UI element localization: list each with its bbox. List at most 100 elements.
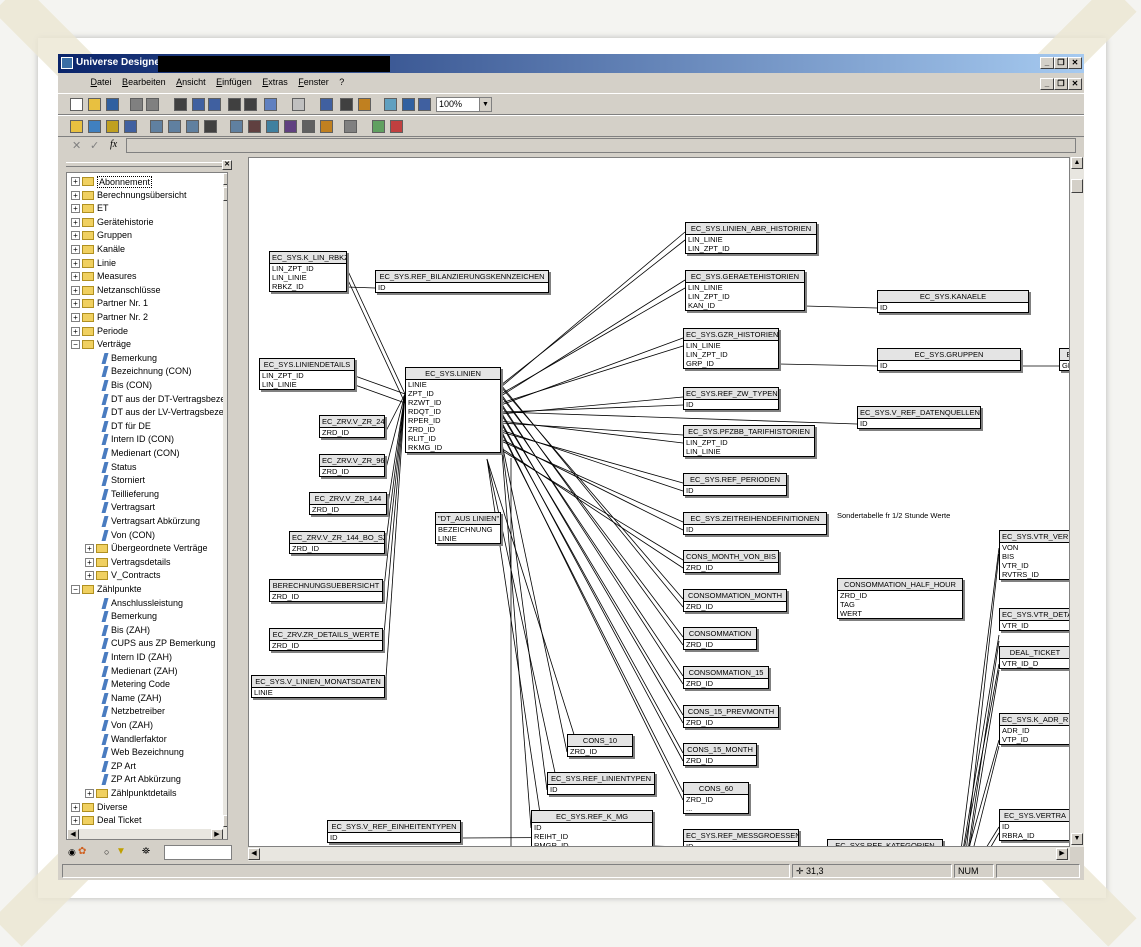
join-line[interactable] (346, 286, 376, 289)
classes-radio[interactable]: ◉ (68, 847, 76, 857)
toolbar-tool-icon[interactable] (192, 98, 205, 111)
toolbar-tool-icon[interactable] (264, 98, 277, 111)
designer-tool-icon[interactable] (150, 120, 163, 133)
table-column[interactable]: LINIE (408, 380, 427, 389)
table-kateg[interactable]: EC_SYS.REF_KATEGORIENID (827, 839, 943, 846)
table-header[interactable]: EC_SYS.V_REF_EINHEITENTYPEN (328, 821, 460, 833)
join-line[interactable] (354, 384, 406, 404)
table-header[interactable]: EC_SYS.REF_LINIENTYPEN (548, 773, 654, 785)
join-line[interactable] (500, 345, 684, 404)
menu-einfuegen[interactable]: Einfügen (216, 77, 252, 87)
canvas-hscrollbar[interactable]: ◀ ▶ (248, 847, 1070, 861)
table-column[interactable]: ID (686, 842, 694, 847)
table-column[interactable]: VTR_ID (1002, 561, 1029, 570)
expand-icon[interactable]: + (71, 204, 80, 214)
designer-tool-icon[interactable] (372, 120, 385, 133)
table-header[interactable]: CONS_15_PREVMONTH (684, 706, 778, 718)
canvas-scroll-right-button[interactable]: ▶ (1056, 848, 1068, 860)
menu-bearbeiten[interactable]: Bearbeiten (122, 77, 166, 87)
designer-tool-icon[interactable] (106, 120, 119, 133)
expand-icon[interactable]: + (85, 789, 94, 798)
table-column[interactable]: ZRD_ID (686, 602, 714, 611)
join-line[interactable] (955, 826, 1000, 847)
join-line[interactable] (961, 553, 1000, 847)
designer-tool-icon[interactable] (284, 120, 297, 133)
designer-tool-icon[interactable] (124, 120, 137, 133)
table-header[interactable]: EC_SYS.REF_PERIODEN (684, 474, 786, 486)
table-header[interactable]: EC_SYS.REF_BILANZIERUNGSKENNZEICHEN (376, 271, 548, 283)
table-column[interactable]: ID (330, 833, 338, 842)
toolbar-tool-icon[interactable] (146, 98, 159, 111)
join-line[interactable] (500, 449, 684, 561)
table-header[interactable]: EC_SYS.KANAELE (878, 291, 1028, 303)
table-column[interactable]: ID (686, 525, 694, 534)
table-messgr[interactable]: EC_SYS.REF_MESSGROESSENIDRKAT_ID (683, 829, 799, 847)
table-header[interactable]: EC_SYS.GERAETEHISTORIEN (686, 271, 804, 283)
designer-tool-icon[interactable] (344, 120, 357, 133)
table-column[interactable]: RMGR_ID (534, 841, 569, 847)
expand-icon[interactable]: + (85, 557, 94, 567)
table-column[interactable]: ZRD_ID (686, 756, 714, 765)
designer-tool-icon[interactable] (70, 120, 83, 133)
close-button[interactable]: ✕ (1068, 57, 1082, 69)
menu-datei[interactable]: Datei (90, 77, 112, 87)
table-header[interactable]: EC_ZRV.V_ZR_144_BO_SZ (290, 532, 384, 544)
table-column[interactable]: ZRD_ID (840, 591, 868, 600)
table-header[interactable]: EC_SYS.VTR_VER (1000, 531, 1069, 543)
toolbar-tool-icon[interactable] (418, 98, 431, 111)
designer-tool-icon[interactable] (186, 120, 199, 133)
expand-icon[interactable]: + (85, 571, 94, 581)
menu-help[interactable]: ? (339, 77, 345, 87)
table-column[interactable]: ID (550, 785, 558, 794)
table-header[interactable]: BERECHNUNGSUEBERSICHT (270, 580, 382, 592)
table-column[interactable]: ADR_ID (1002, 726, 1030, 735)
expand-icon[interactable]: + (71, 285, 80, 295)
toolbar-tool-icon[interactable] (402, 98, 415, 111)
toolbar-tool-icon[interactable] (384, 98, 397, 111)
join-line[interactable] (382, 393, 406, 598)
scroll-up-button[interactable]: ▲ (223, 173, 227, 185)
join-line[interactable] (382, 393, 406, 647)
table-header[interactable]: CONS_15_MONTH (684, 744, 756, 756)
join-line[interactable] (500, 438, 532, 829)
expand-icon[interactable]: + (71, 326, 80, 336)
table-column[interactable]: GR (1062, 361, 1069, 370)
toolbar-tool-icon[interactable] (358, 98, 371, 111)
check-icon[interactable]: ✓ (90, 140, 100, 152)
table-column[interactable]: LIN_LINIE (688, 283, 723, 292)
expand-icon[interactable]: + (71, 258, 80, 268)
table-column[interactable]: ZRD_ID (272, 592, 300, 601)
join-line[interactable] (486, 458, 558, 783)
toolbar-tool-icon[interactable] (174, 98, 187, 111)
canvas-scroll-down-button[interactable]: ▼ (1071, 833, 1083, 845)
table-column[interactable]: LINIE (438, 534, 457, 543)
table-header[interactable]: EC_SYS.VTR_DETA (1000, 609, 1070, 621)
table-column[interactable]: ZRD_ID (686, 795, 714, 804)
table-header[interactable]: EC_SYS.REF_K_MG (532, 811, 652, 823)
table-column[interactable]: ID (880, 303, 888, 312)
menu-extras[interactable]: Extras (262, 77, 288, 87)
table-header[interactable]: CONSOMMATION_MONTH (684, 590, 786, 602)
toolbar-tool-icon[interactable] (320, 98, 333, 111)
table-column[interactable]: ZRD_ID (686, 563, 714, 572)
table-column[interactable]: ZRD_ID (570, 747, 598, 756)
toolbar-tool-icon[interactable] (106, 98, 119, 111)
join-line[interactable] (500, 422, 684, 754)
canvas-scroll-thumb[interactable] (1071, 179, 1083, 193)
function-icon[interactable]: fx (110, 139, 118, 150)
